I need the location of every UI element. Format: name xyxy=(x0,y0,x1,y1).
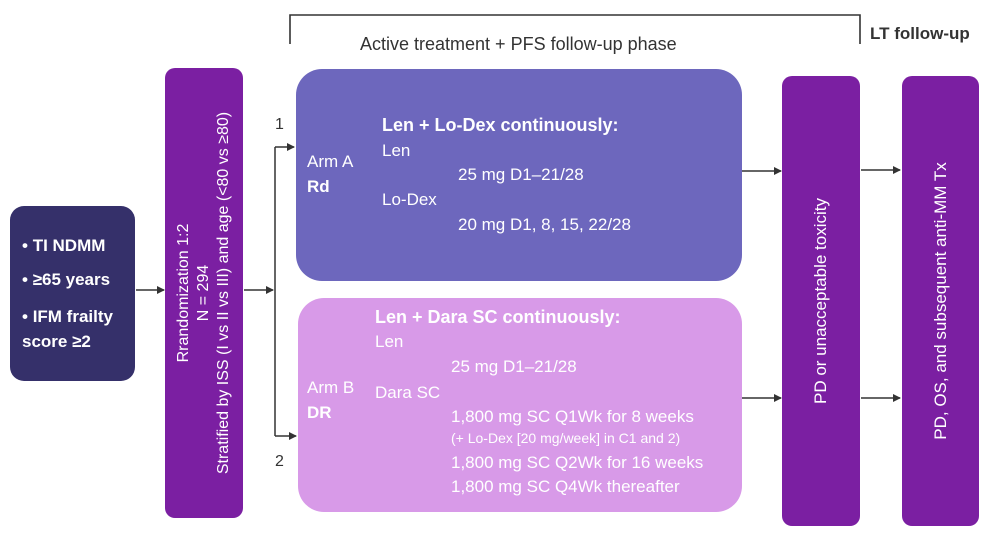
arm-a-code: Rd xyxy=(307,177,330,196)
active-phase-label: Active treatment + PFS follow-up phase xyxy=(360,34,677,54)
arm-b-code: DR xyxy=(307,403,332,422)
arm-b-dose-2c: 1,800 mg SC Q4Wk thereafter xyxy=(451,477,680,496)
pd-toxicity-box: PD or unacceptable toxicity xyxy=(782,76,860,526)
arm-a-dose-2: 20 mg D1, 8, 15, 22/28 xyxy=(458,215,631,234)
arm-a-dose-1: 25 mg D1–21/28 xyxy=(458,165,584,184)
population-item-2: • ≥65 years xyxy=(22,270,111,289)
arm-b-dose-2b: 1,800 mg SC Q2Wk for 16 weeks xyxy=(451,453,704,472)
population-box: • TI NDMM • ≥65 years • IFM frailty scor… xyxy=(10,206,135,381)
phase-bracket xyxy=(289,14,861,44)
arm-b-dose-2a-note: (+ Lo-Dex [20 mg/week] in C1 and 2) xyxy=(451,430,681,446)
arm-b-heading: Len + Dara SC continuously: xyxy=(375,307,621,327)
arm-b-drug-2: Dara SC xyxy=(375,383,441,402)
arm-b-dose-1: 25 mg D1–21/28 xyxy=(451,357,577,376)
lt-followup-outcomes: PD, OS, and subsequent anti-MM Tx xyxy=(930,162,950,440)
population-item-1: • TI NDMM xyxy=(22,236,106,255)
arm-a-label: Arm A xyxy=(307,152,354,171)
arm-a-drug-1: Len xyxy=(382,141,411,160)
arm-b-box: Arm B DR Len + Dara SC continuously: Len… xyxy=(298,298,742,512)
arm-a-heading: Len + Lo-Dex continuously: xyxy=(382,115,619,135)
randomization-stratification: Stratified by ISS (I vs II vs III) and a… xyxy=(215,111,232,475)
lt-followup-label: LT follow-up xyxy=(870,24,970,43)
arm-b-dose-2a: 1,800 mg SC Q1Wk for 8 weeks xyxy=(451,407,694,426)
arm-a-drug-2: Lo-Dex xyxy=(382,190,437,209)
randomization-ratio: Rrandomization 1:2 xyxy=(175,223,192,363)
randomization-n: N = 294 xyxy=(195,264,212,322)
lt-followup-box: PD, OS, and subsequent anti-MM Tx xyxy=(902,76,979,526)
randomization-box: Rrandomization 1:2 N = 294 Stratified by… xyxy=(165,68,243,518)
arm-a-box: Arm A Rd Len + Lo-Dex continuously: Len … xyxy=(296,69,742,281)
arm-b-label: Arm B xyxy=(307,378,355,397)
branch-label-1: 1 xyxy=(275,116,284,133)
arm-b-drug-1: Len xyxy=(375,332,404,351)
population-item-3: • IFM frailty score ≥2 xyxy=(22,307,113,351)
branch-label-2: 2 xyxy=(275,453,284,470)
pd-toxicity-label: PD or unacceptable toxicity xyxy=(811,198,830,404)
